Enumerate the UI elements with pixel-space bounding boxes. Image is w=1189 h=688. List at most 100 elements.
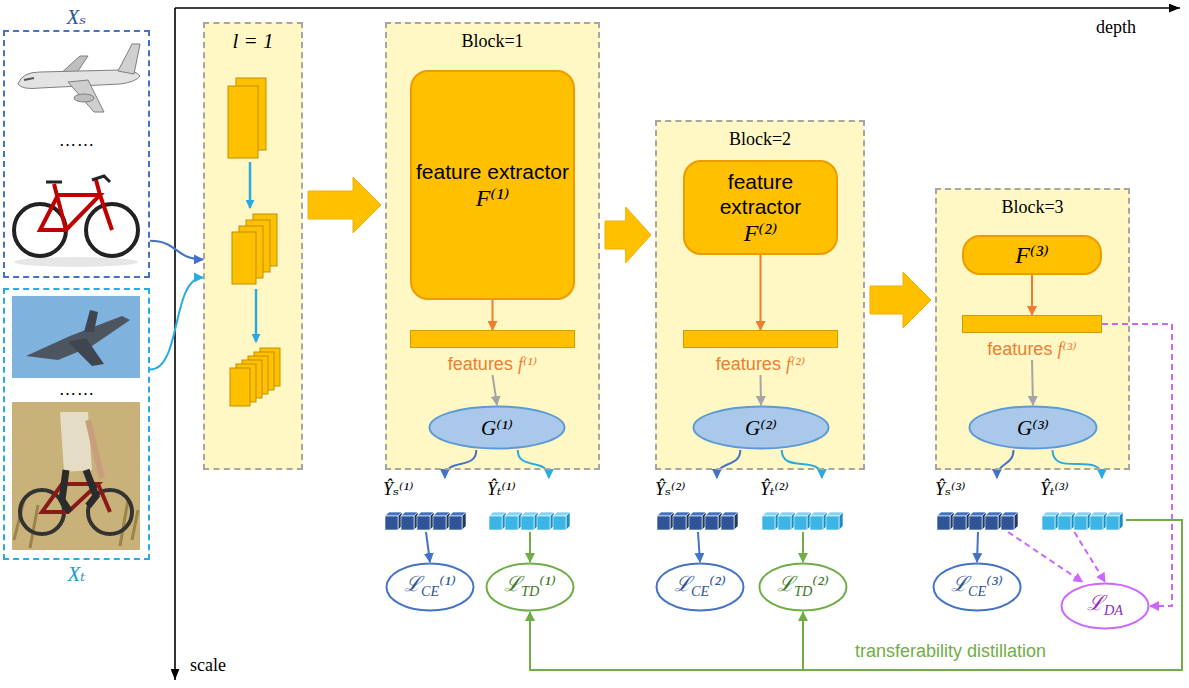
source-prediction: Ŷₛ⁽¹⁾ bbox=[383, 478, 469, 532]
source-prediction: Ŷₛ⁽³⁾ bbox=[935, 478, 1021, 532]
cube-front bbox=[1058, 516, 1071, 530]
cube-front bbox=[449, 516, 462, 530]
math-text: G⁽³⁾ bbox=[1017, 416, 1049, 440]
edge-label: transferability distillation bbox=[855, 640, 1046, 662]
math-text: ℒTD⁽¹⁾ bbox=[504, 572, 556, 596]
extractor-label: feature extractor bbox=[416, 159, 569, 184]
math-text: Xₜ bbox=[67, 562, 85, 586]
cyclist-photo bbox=[62, 470, 96, 512]
airplane-photo bbox=[18, 44, 140, 112]
ellipse-shape bbox=[970, 407, 1097, 449]
prediction-cubes bbox=[655, 508, 741, 532]
cube-front bbox=[689, 516, 702, 530]
cube-front bbox=[657, 516, 670, 530]
loss-ellipse: ℒTD⁽¹⁾ bbox=[485, 562, 575, 612]
ellipse-label: G⁽¹⁾ bbox=[481, 416, 513, 440]
cube-side bbox=[1014, 512, 1018, 530]
cube-front bbox=[417, 516, 430, 530]
prediction-label: Ŷₛ⁽³⁾ bbox=[935, 478, 1021, 500]
depth-block: Block=3F⁽³⁾features f⁽³⁾G⁽³⁾ bbox=[935, 188, 1130, 470]
source-prediction: Ŷₛ⁽²⁾ bbox=[655, 478, 741, 532]
subscript: CE bbox=[968, 582, 986, 598]
target-domain-box: ……Xₜ bbox=[3, 288, 150, 560]
feature-extractor: F⁽³⁾ bbox=[962, 235, 1102, 275]
feature-maps bbox=[230, 368, 250, 406]
block-title: Block=2 bbox=[657, 122, 863, 150]
feature-bar bbox=[683, 330, 838, 348]
cube-front bbox=[521, 516, 534, 530]
feature-bar bbox=[410, 330, 575, 348]
subscript: TD bbox=[794, 582, 812, 598]
loss-ellipse: ℒCE⁽³⁾ bbox=[932, 562, 1022, 612]
cube-side bbox=[566, 512, 570, 530]
math-text: Ŷₜ⁽²⁾ bbox=[760, 479, 789, 499]
math-text: ℒTD⁽²⁾ bbox=[777, 572, 829, 596]
feature-label: features f⁽¹⁾ bbox=[410, 353, 575, 375]
downsample-arrows bbox=[249, 162, 252, 208]
block-fill bbox=[385, 22, 600, 470]
ellipse-label: ℒCE⁽²⁾ bbox=[674, 572, 726, 603]
airplane-photo bbox=[74, 94, 94, 102]
prediction-cubes bbox=[383, 508, 469, 532]
domain-label: Xₛ bbox=[5, 5, 148, 29]
ellipse-shape bbox=[1062, 584, 1149, 629]
cube-front bbox=[937, 516, 950, 530]
math-text: ℒCE⁽¹⁾ bbox=[404, 572, 456, 596]
math-text: ℒDA bbox=[1087, 591, 1123, 615]
ellipse-shape bbox=[657, 564, 744, 611]
jet-photo bbox=[84, 310, 98, 332]
depth-axis bbox=[175, 8, 1180, 9]
prediction-label: Ŷₜ⁽³⁾ bbox=[1040, 478, 1126, 500]
cube-front bbox=[1106, 516, 1119, 530]
math-text: Ŷₛ⁽²⁾ bbox=[655, 479, 685, 499]
cube-front bbox=[826, 516, 839, 530]
feature-vector: features f⁽¹⁾ bbox=[410, 330, 575, 375]
connector bbox=[426, 532, 430, 562]
math-text: Ŷₜ⁽¹⁾ bbox=[487, 479, 516, 499]
connector bbox=[1032, 360, 1033, 405]
cube-front bbox=[537, 516, 550, 530]
ellipse-label: ℒDA bbox=[1087, 591, 1123, 622]
flow-arrow bbox=[308, 177, 381, 233]
connector bbox=[492, 300, 494, 330]
connector bbox=[803, 520, 1182, 670]
loss-ellipse: ℒTD⁽²⁾ bbox=[758, 562, 848, 612]
math-text: Ŷₛ⁽¹⁾ bbox=[383, 479, 413, 499]
prediction-cubes bbox=[1040, 508, 1126, 532]
prediction-label: Ŷₜ⁽²⁾ bbox=[760, 478, 846, 500]
cube-front bbox=[969, 516, 982, 530]
connector bbox=[997, 450, 1014, 478]
math-text: F⁽³⁾ bbox=[1015, 242, 1049, 268]
classifier-ellipse: G⁽¹⁾ bbox=[428, 405, 566, 450]
cube-front bbox=[489, 516, 502, 530]
bicycle-photo bbox=[46, 176, 110, 182]
cyclist-photo bbox=[12, 402, 140, 550]
downsample-arrows bbox=[255, 289, 258, 342]
depth-block: Block=1feature extractorF⁽¹⁾features f⁽¹… bbox=[385, 22, 600, 470]
math-text: G⁽²⁾ bbox=[745, 416, 777, 440]
cube-front bbox=[433, 516, 446, 530]
connector bbox=[1008, 532, 1082, 582]
cyclist-photo bbox=[88, 420, 102, 478]
classifier-ellipse: G⁽²⁾ bbox=[692, 405, 830, 450]
feature-maps bbox=[228, 86, 258, 158]
connector bbox=[717, 450, 740, 478]
target-prediction: Ŷₜ⁽²⁾ bbox=[760, 478, 846, 532]
bicycle-photo bbox=[14, 257, 138, 267]
connector bbox=[760, 255, 762, 330]
ellipse-shape bbox=[487, 564, 574, 611]
extractor-label: feature extractor bbox=[689, 169, 832, 219]
math-text: ℒCE⁽²⁾ bbox=[674, 572, 726, 596]
subscript: CE bbox=[691, 582, 709, 598]
math-text: F⁽²⁾ bbox=[744, 220, 778, 246]
depth-axis bbox=[175, 7, 1180, 9]
cube-front bbox=[705, 516, 718, 530]
subscript: CE bbox=[421, 582, 439, 598]
connector bbox=[977, 532, 978, 562]
cube-front bbox=[401, 516, 414, 530]
math-text: Xₛ bbox=[67, 5, 87, 29]
math-text: G⁽¹⁾ bbox=[481, 416, 513, 440]
cube-front bbox=[762, 516, 775, 530]
ellipse-shape bbox=[694, 407, 829, 449]
